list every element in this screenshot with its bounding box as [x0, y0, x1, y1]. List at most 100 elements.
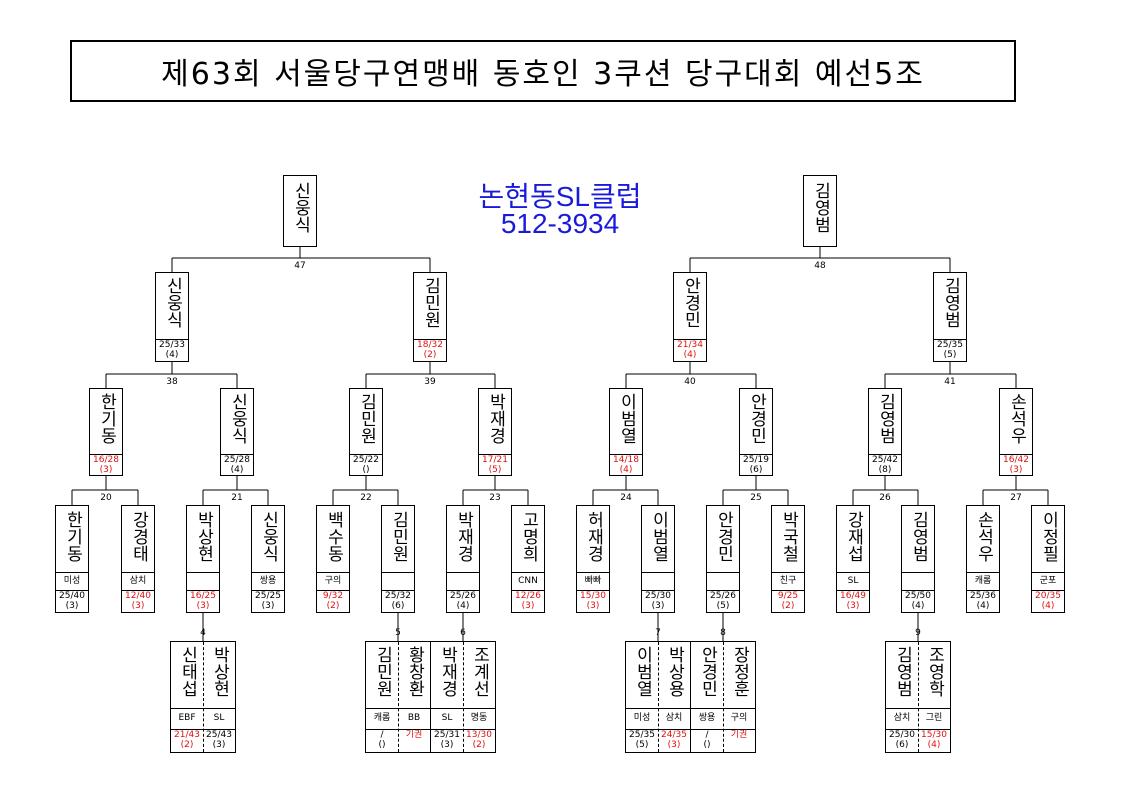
- match-number: 26: [879, 493, 891, 503]
- player-name: 박상용: [664, 646, 685, 697]
- innings: (5): [488, 465, 502, 475]
- club: 구의: [317, 572, 349, 589]
- score: 25/30: [642, 590, 674, 601]
- match-number: 20: [100, 493, 112, 503]
- player-name: 조영학: [924, 646, 945, 697]
- player-name: 신웅식: [258, 511, 279, 562]
- club: 삼치: [122, 572, 154, 589]
- score: 24/35: [658, 729, 690, 740]
- club-phone: 512-3934: [500, 208, 620, 239]
- innings: (5): [943, 350, 957, 360]
- player-name: 이범열: [632, 646, 653, 697]
- player-name: 박상현: [209, 646, 230, 697]
- score: 21/34: [674, 339, 706, 350]
- match-number: 4: [200, 628, 206, 638]
- score: 기권: [723, 729, 755, 740]
- player-name: 강재섭: [843, 511, 864, 562]
- innings: (2): [326, 601, 340, 611]
- club: 미성: [56, 572, 88, 589]
- score: 25/26: [707, 590, 739, 601]
- player-name: 박재경: [437, 646, 458, 697]
- innings: (2): [180, 740, 194, 750]
- innings: (3): [586, 601, 600, 611]
- player-name: 신태섭: [177, 646, 198, 697]
- player-name: 김영범: [940, 277, 961, 328]
- player-name: 안경민: [713, 511, 734, 562]
- score: 21/43: [171, 729, 203, 740]
- score: 12/26: [512, 590, 544, 601]
- innings: (4): [230, 465, 244, 475]
- player-name: 장정훈: [729, 646, 750, 697]
- innings: (4): [619, 465, 633, 475]
- innings: (8): [878, 465, 892, 475]
- score: 25/22: [350, 454, 382, 465]
- innings: (4): [911, 601, 925, 611]
- innings: (3): [65, 601, 79, 611]
- innings: (4): [976, 601, 990, 611]
- player-name: 김민원: [420, 277, 441, 328]
- player-name: 김민원: [356, 393, 377, 444]
- player-name: 박상현: [193, 511, 214, 562]
- player-name: 손석우: [973, 511, 994, 562]
- player-name: 김민원: [388, 511, 409, 562]
- club: 빠빠: [577, 572, 609, 589]
- score: 16/42: [1000, 454, 1032, 465]
- score: 14/18: [610, 454, 642, 465]
- score: 25/30: [886, 729, 918, 740]
- player-name: 박국철: [778, 511, 799, 562]
- player-name: 이범열: [648, 511, 669, 562]
- innings: (4): [683, 350, 697, 360]
- score: 9/25: [772, 590, 804, 601]
- innings: (3): [212, 740, 226, 750]
- club: [902, 572, 934, 589]
- player-name: 이정필: [1038, 511, 1059, 562]
- club: [187, 572, 219, 589]
- innings: (5): [716, 601, 730, 611]
- score: 기권: [398, 729, 430, 740]
- match-number: 41: [944, 377, 956, 387]
- club: BB: [398, 708, 430, 727]
- match-number: 5: [395, 628, 401, 638]
- player-name: 김영범: [875, 393, 896, 444]
- innings: (2): [781, 601, 795, 611]
- round-player-box: 안경민 25/26(5): [706, 505, 740, 613]
- player-name: 안경민: [697, 646, 718, 697]
- club: 캐롬: [366, 708, 398, 727]
- innings: (4): [456, 601, 470, 611]
- match-number: 6: [460, 628, 466, 638]
- match-number: 7: [655, 628, 661, 638]
- club: 구의: [723, 708, 755, 727]
- innings: (2): [472, 740, 486, 750]
- score: 13/30: [463, 729, 495, 740]
- club: 쌍용: [691, 708, 723, 727]
- player-name: 김영범: [892, 646, 913, 697]
- score: 25/42: [869, 454, 901, 465]
- innings: (5): [635, 740, 649, 750]
- match-number: 9: [915, 628, 921, 638]
- score: 25/43: [203, 729, 235, 740]
- score: 25/40: [56, 590, 88, 601]
- player-name: 한기동: [62, 511, 83, 562]
- club: [707, 572, 739, 589]
